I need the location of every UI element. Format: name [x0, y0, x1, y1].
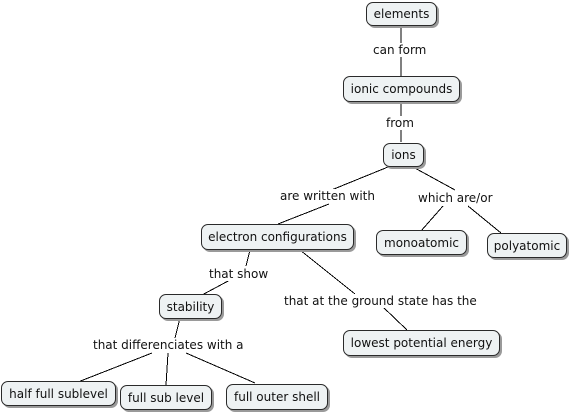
concept-stability[interactable]: stability — [159, 294, 222, 319]
line-electronconfig-to-thatshow — [245, 249, 251, 267]
concept-full-sub-level[interactable]: full sub level — [120, 385, 212, 410]
concept-lowest-potential-energy[interactable]: lowest potential energy — [343, 330, 500, 356]
link-label-which-are-or: which are/or — [417, 191, 494, 205]
line-whichareor-to-polyatomic — [467, 205, 502, 234]
concept-electron-configurations[interactable]: electron configurations — [201, 224, 354, 250]
concept-polyatomic[interactable]: polyatomic — [487, 233, 567, 258]
concept-ions[interactable]: ions — [383, 143, 424, 167]
concept-monoatomic[interactable]: monoatomic — [376, 230, 467, 255]
line-stability-to-differenciates — [174, 317, 181, 339]
link-label-that-at-ground-state: that at the ground state has the — [283, 294, 478, 308]
concept-half-full-sublevel[interactable]: half full sublevel — [1, 381, 116, 406]
line-differenciates-to-halffull — [77, 352, 153, 383]
line-differenciates-to-fullouter — [185, 352, 256, 384]
link-label-from: from — [385, 116, 415, 130]
line-arewrittenwith-to-electronconfig — [277, 203, 330, 225]
line-differenciates-to-fullsublevel — [165, 352, 169, 386]
link-label-are-written-with: are written with — [279, 189, 376, 203]
concept-full-outer-shell[interactable]: full outer shell — [226, 384, 328, 410]
concept-elements[interactable]: elements — [366, 2, 437, 26]
concept-ionic-compounds[interactable]: ionic compounds — [343, 76, 460, 102]
line-groundstate-to-lowestenergy — [382, 306, 408, 331]
link-label-can-form: can form — [372, 43, 428, 57]
link-label-that-differenciates-with-a: that differenciates with a — [92, 338, 245, 352]
line-electronconfig-to-groundstate — [299, 249, 356, 295]
line-ions-to-whichareor — [412, 166, 456, 191]
link-label-that-show: that show — [208, 267, 270, 281]
line-thatshow-to-stability — [201, 279, 231, 296]
line-whichareor-to-monoatomic — [420, 205, 444, 232]
line-ions-to-arewrittenwith — [328, 166, 389, 192]
